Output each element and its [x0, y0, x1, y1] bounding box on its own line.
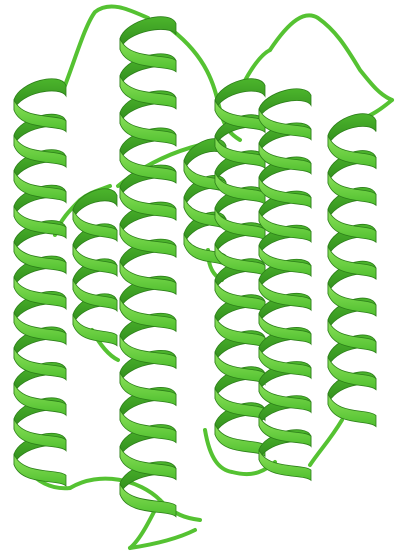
- helix-back-face: [215, 79, 265, 111]
- coil-loop: [270, 15, 392, 100]
- alpha-helix: [120, 17, 176, 517]
- alpha-helix: [328, 114, 376, 427]
- alpha-helix: [215, 79, 265, 456]
- helix-front-face: [73, 314, 117, 346]
- alpha-helix: [14, 79, 66, 486]
- helix-back-face: [259, 89, 311, 119]
- helix-back-face: [120, 17, 176, 50]
- alpha-helix: [73, 189, 117, 346]
- helix-group: [14, 17, 376, 517]
- helix-back-face: [14, 79, 66, 110]
- coil-loop: [310, 420, 342, 465]
- alpha-helix: [259, 89, 311, 481]
- helix-front-face: [215, 424, 265, 456]
- helix-front-face: [328, 393, 376, 426]
- helix-back-face: [328, 114, 376, 147]
- helix-back-face: [73, 189, 117, 220]
- helix-front-face: [259, 450, 311, 481]
- coil-loop: [64, 6, 148, 88]
